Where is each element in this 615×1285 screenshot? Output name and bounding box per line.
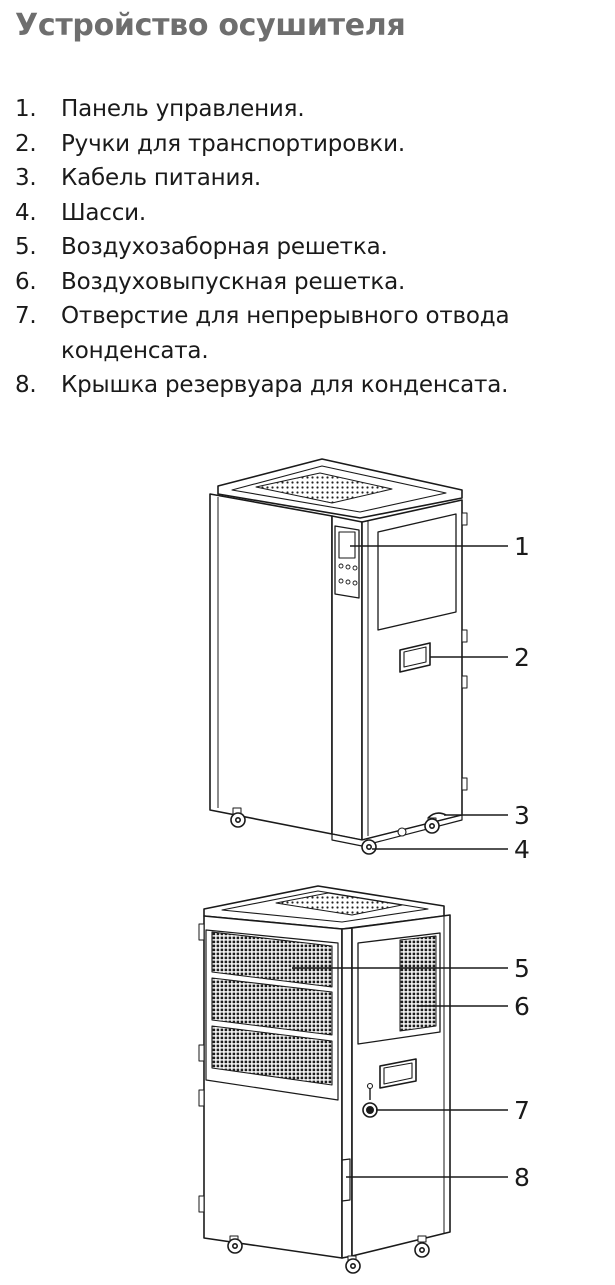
drain-outlet — [362, 1082, 378, 1118]
dehumidifier-illustration: 1 2 3 4 5 6 7 8 — [198, 458, 530, 1274]
list-item: 1. Панель управления. — [15, 92, 605, 127]
caster-wheels — [230, 807, 440, 855]
back-view-unit — [198, 885, 451, 1274]
list-item: 6. Воздуховыпускная решетка. — [15, 265, 605, 300]
item-label: Воздуховыпускная решетка. — [61, 268, 406, 295]
item-number: 5. — [15, 234, 37, 260]
front-view-unit — [209, 458, 468, 855]
callout-4: 4 — [514, 835, 530, 864]
callout-8: 8 — [514, 1163, 530, 1192]
item-label: Отверстие для непрерывного отвода конден… — [61, 303, 510, 364]
item-number: 7. — [15, 303, 37, 329]
carry-handle — [399, 642, 431, 673]
callout-2: 2 — [514, 643, 530, 672]
tank-cover — [341, 1158, 351, 1202]
list-item: 2. Ручки для транспортировки. — [15, 127, 605, 162]
item-label: Шасси. — [61, 199, 147, 226]
item-number: 1. — [15, 96, 37, 122]
callout-5: 5 — [514, 954, 530, 983]
callout-3: 3 — [514, 801, 530, 830]
item-number: 8. — [15, 372, 37, 398]
callout-7: 7 — [514, 1096, 530, 1125]
page-title: Устройство осушителя — [15, 8, 406, 43]
top-vent — [255, 472, 393, 504]
parts-list: 1. Панель управления. 2. Ручки для транспо… — [15, 92, 605, 403]
callout-6: 6 — [514, 992, 530, 1021]
item-label: Крышка резервуара для конденсата. — [61, 372, 509, 398]
top-vent — [275, 892, 403, 916]
caster-wheels — [227, 1235, 430, 1274]
item-label: Панель управления. — [61, 96, 305, 122]
item-number: 3. — [15, 165, 37, 191]
display-screen — [338, 531, 356, 559]
leader-lines — [292, 545, 508, 1178]
list-item: 3. Кабель питания. — [15, 161, 605, 196]
item-label: Воздухозаборная решетка. — [61, 234, 388, 260]
item-label: Кабель питания. — [61, 165, 261, 191]
list-item: 5. Воздухозаборная решетка. — [15, 230, 605, 265]
carry-handle — [379, 1058, 417, 1089]
air-intake-grille — [205, 929, 339, 1101]
item-number: 4. — [15, 199, 37, 226]
air-outlet-grille — [399, 935, 437, 1032]
list-item: 7. Отверстие для непрерывного отвода конд… — [15, 299, 605, 368]
item-label: Ручки для транспортировки. — [61, 130, 405, 157]
control-buttons — [338, 563, 358, 586]
list-item: 4. Шасси. — [15, 196, 605, 231]
item-number: 6. — [15, 268, 37, 295]
callout-1: 1 — [514, 532, 530, 561]
list-item: 8. Крышка резервуара для конденсата. — [15, 368, 605, 403]
item-number: 2. — [15, 130, 37, 157]
power-cable — [427, 812, 447, 819]
